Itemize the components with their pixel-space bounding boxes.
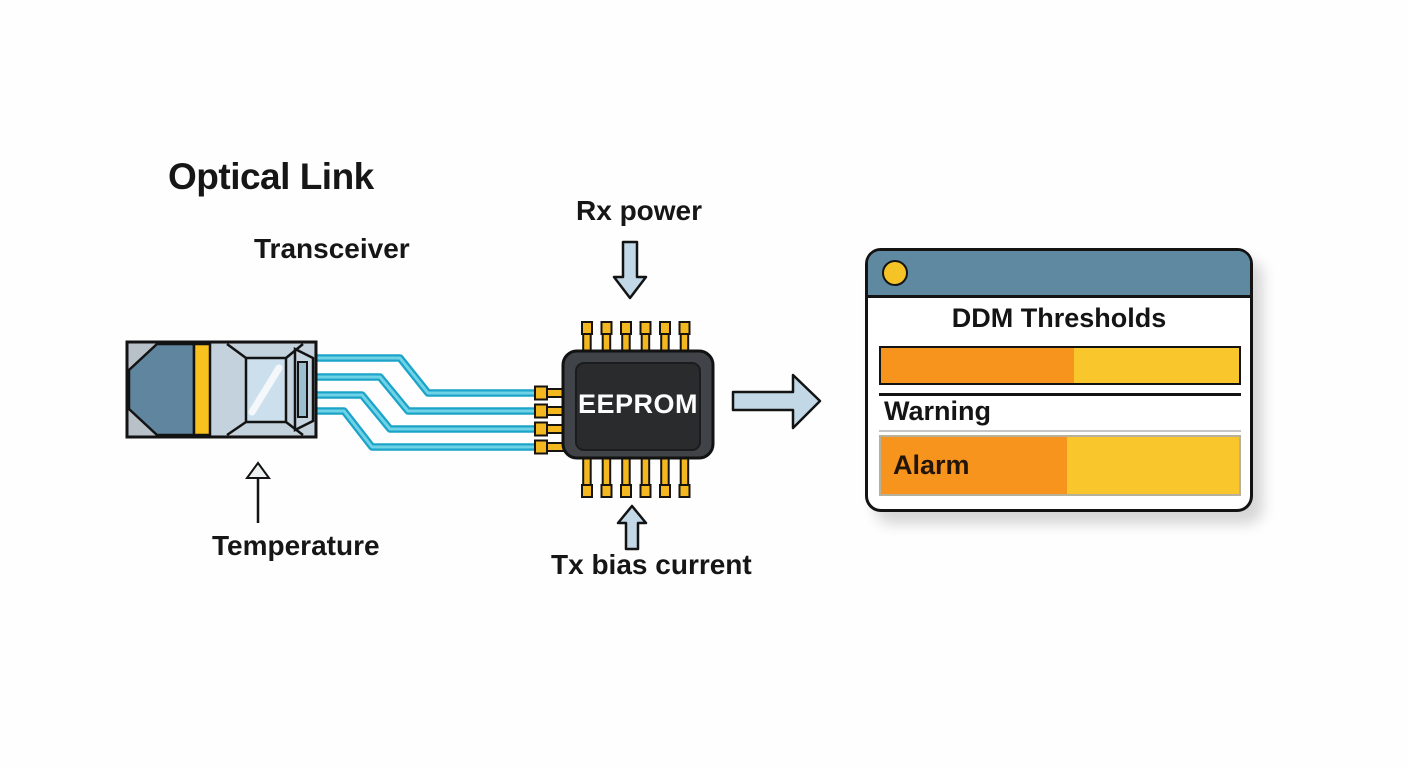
tx-bias-current-label: Tx bias current xyxy=(551,549,752,580)
eeprom-to-panel-arrow-icon xyxy=(731,373,822,430)
chip-label: EEPROM xyxy=(577,389,699,419)
separator-line xyxy=(879,430,1241,432)
page-title: Optical Link xyxy=(168,156,374,197)
threshold-bar xyxy=(879,346,1241,385)
alarm-bar: Alarm xyxy=(879,435,1241,496)
rx-power-label: Rx power xyxy=(576,195,703,226)
transceiver-label: Transceiver xyxy=(254,233,410,264)
panel-title: DDM Thresholds xyxy=(951,303,1167,333)
tx-bias-arrow-icon xyxy=(616,504,648,551)
alarm-bar-orange-segment xyxy=(881,437,1068,494)
separator-line xyxy=(879,393,1241,396)
fiber-wires-icon xyxy=(312,354,541,451)
window-dot-icon xyxy=(882,260,908,286)
temperature-arrow-icon xyxy=(245,461,271,523)
panel-titlebar xyxy=(868,251,1250,298)
threshold-bar-orange-segment xyxy=(881,348,1075,383)
rx-power-arrow-icon xyxy=(612,240,648,300)
transceiver-module-icon xyxy=(125,340,318,439)
alarm-label: Alarm xyxy=(893,450,970,480)
ddm-thresholds-panel: DDM Thresholds Warning Alarm xyxy=(865,248,1253,512)
temperature-label: Temperature xyxy=(212,530,380,561)
eeprom-chip-icon xyxy=(534,321,715,498)
warning-label: Warning xyxy=(884,396,991,426)
